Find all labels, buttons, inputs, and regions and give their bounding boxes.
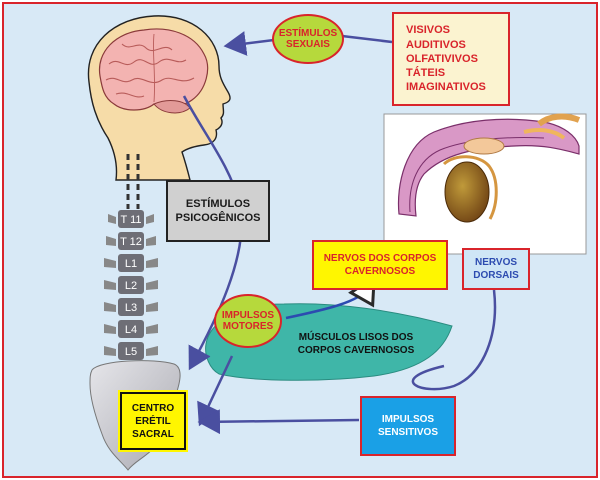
brain-icon bbox=[98, 28, 209, 114]
vertebra-label: L3 bbox=[125, 302, 137, 314]
musculos-lisos-label-box: MÚSCULOS LISOS DOS CORPOS CAVERNOSOS bbox=[290, 326, 422, 362]
spinal-cord-dashes bbox=[126, 154, 140, 209]
impulsos-motores-oval: IMPULSOS MOTORES bbox=[214, 294, 282, 348]
sense-item-auditivos: AUDITIVOS bbox=[406, 38, 466, 51]
sense-item-imaginativos: IMAGINATIVOS bbox=[406, 81, 486, 94]
nervos-corpos-cavernosos-label: NERVOS DOS CORPOS CAVERNOSOS bbox=[323, 253, 437, 277]
vertebra-label: L4 bbox=[125, 324, 137, 336]
vertebra-label: T 12 bbox=[120, 236, 142, 248]
vertebra-label: T 11 bbox=[121, 214, 142, 226]
impulsos-sensitivos-box: IMPULSOS SENSITIVOS bbox=[360, 396, 456, 456]
sense-item-tateis: TÁTEIS bbox=[406, 67, 446, 80]
impulsos-motores-label: IMPULSOS MOTORES bbox=[221, 310, 275, 332]
sense-item-visivos: VISIVOS bbox=[406, 24, 451, 37]
spine-icon bbox=[104, 210, 158, 360]
estimulos-sexuais-oval: ESTÍMULOS SEXUAIS bbox=[272, 14, 344, 64]
nervos-dorsais-label: NERVOS DORSAIS bbox=[473, 257, 519, 281]
impulsos-sensitivos-label: IMPULSOS SENSITIVOS bbox=[377, 414, 438, 438]
centro-eretil-label: CENTRO ERÉTIL SACRAL bbox=[131, 402, 175, 440]
senses-list-box: VISIVOS AUDITIVOS OLFATIVIVOS TÁTEIS IMA… bbox=[392, 12, 510, 106]
estimulos-psicogenicos-box: ESTÍMULOS PSICOGÊNICOS bbox=[166, 180, 270, 242]
musculos-lisos-label: MÚSCULOS LISOS DOS CORPOS CAVERNOSOS bbox=[297, 332, 415, 356]
centro-eretil-box: CENTRO ERÉTIL SACRAL bbox=[120, 392, 186, 450]
vertebra-label: L2 bbox=[125, 280, 137, 292]
nervos-corpos-cavernosos-box: NERVOS DOS CORPOS CAVERNOSOS bbox=[312, 240, 448, 290]
connector-arrows bbox=[182, 31, 497, 435]
nervos-dorsais-box: NERVOS DORSAIS bbox=[462, 248, 530, 290]
vertebra-label: L1 bbox=[125, 258, 137, 270]
anatomy-illustration-icon bbox=[383, 113, 587, 255]
estimulos-sexuais-label: ESTÍMULOS SEXUAIS bbox=[278, 28, 338, 50]
vertebra-label: L5 bbox=[125, 346, 137, 358]
estimulos-psicogenicos-label: ESTÍMULOS PSICOGÊNICOS bbox=[175, 197, 261, 224]
sense-item-olfativivos: OLFATIVIVOS bbox=[406, 52, 478, 65]
